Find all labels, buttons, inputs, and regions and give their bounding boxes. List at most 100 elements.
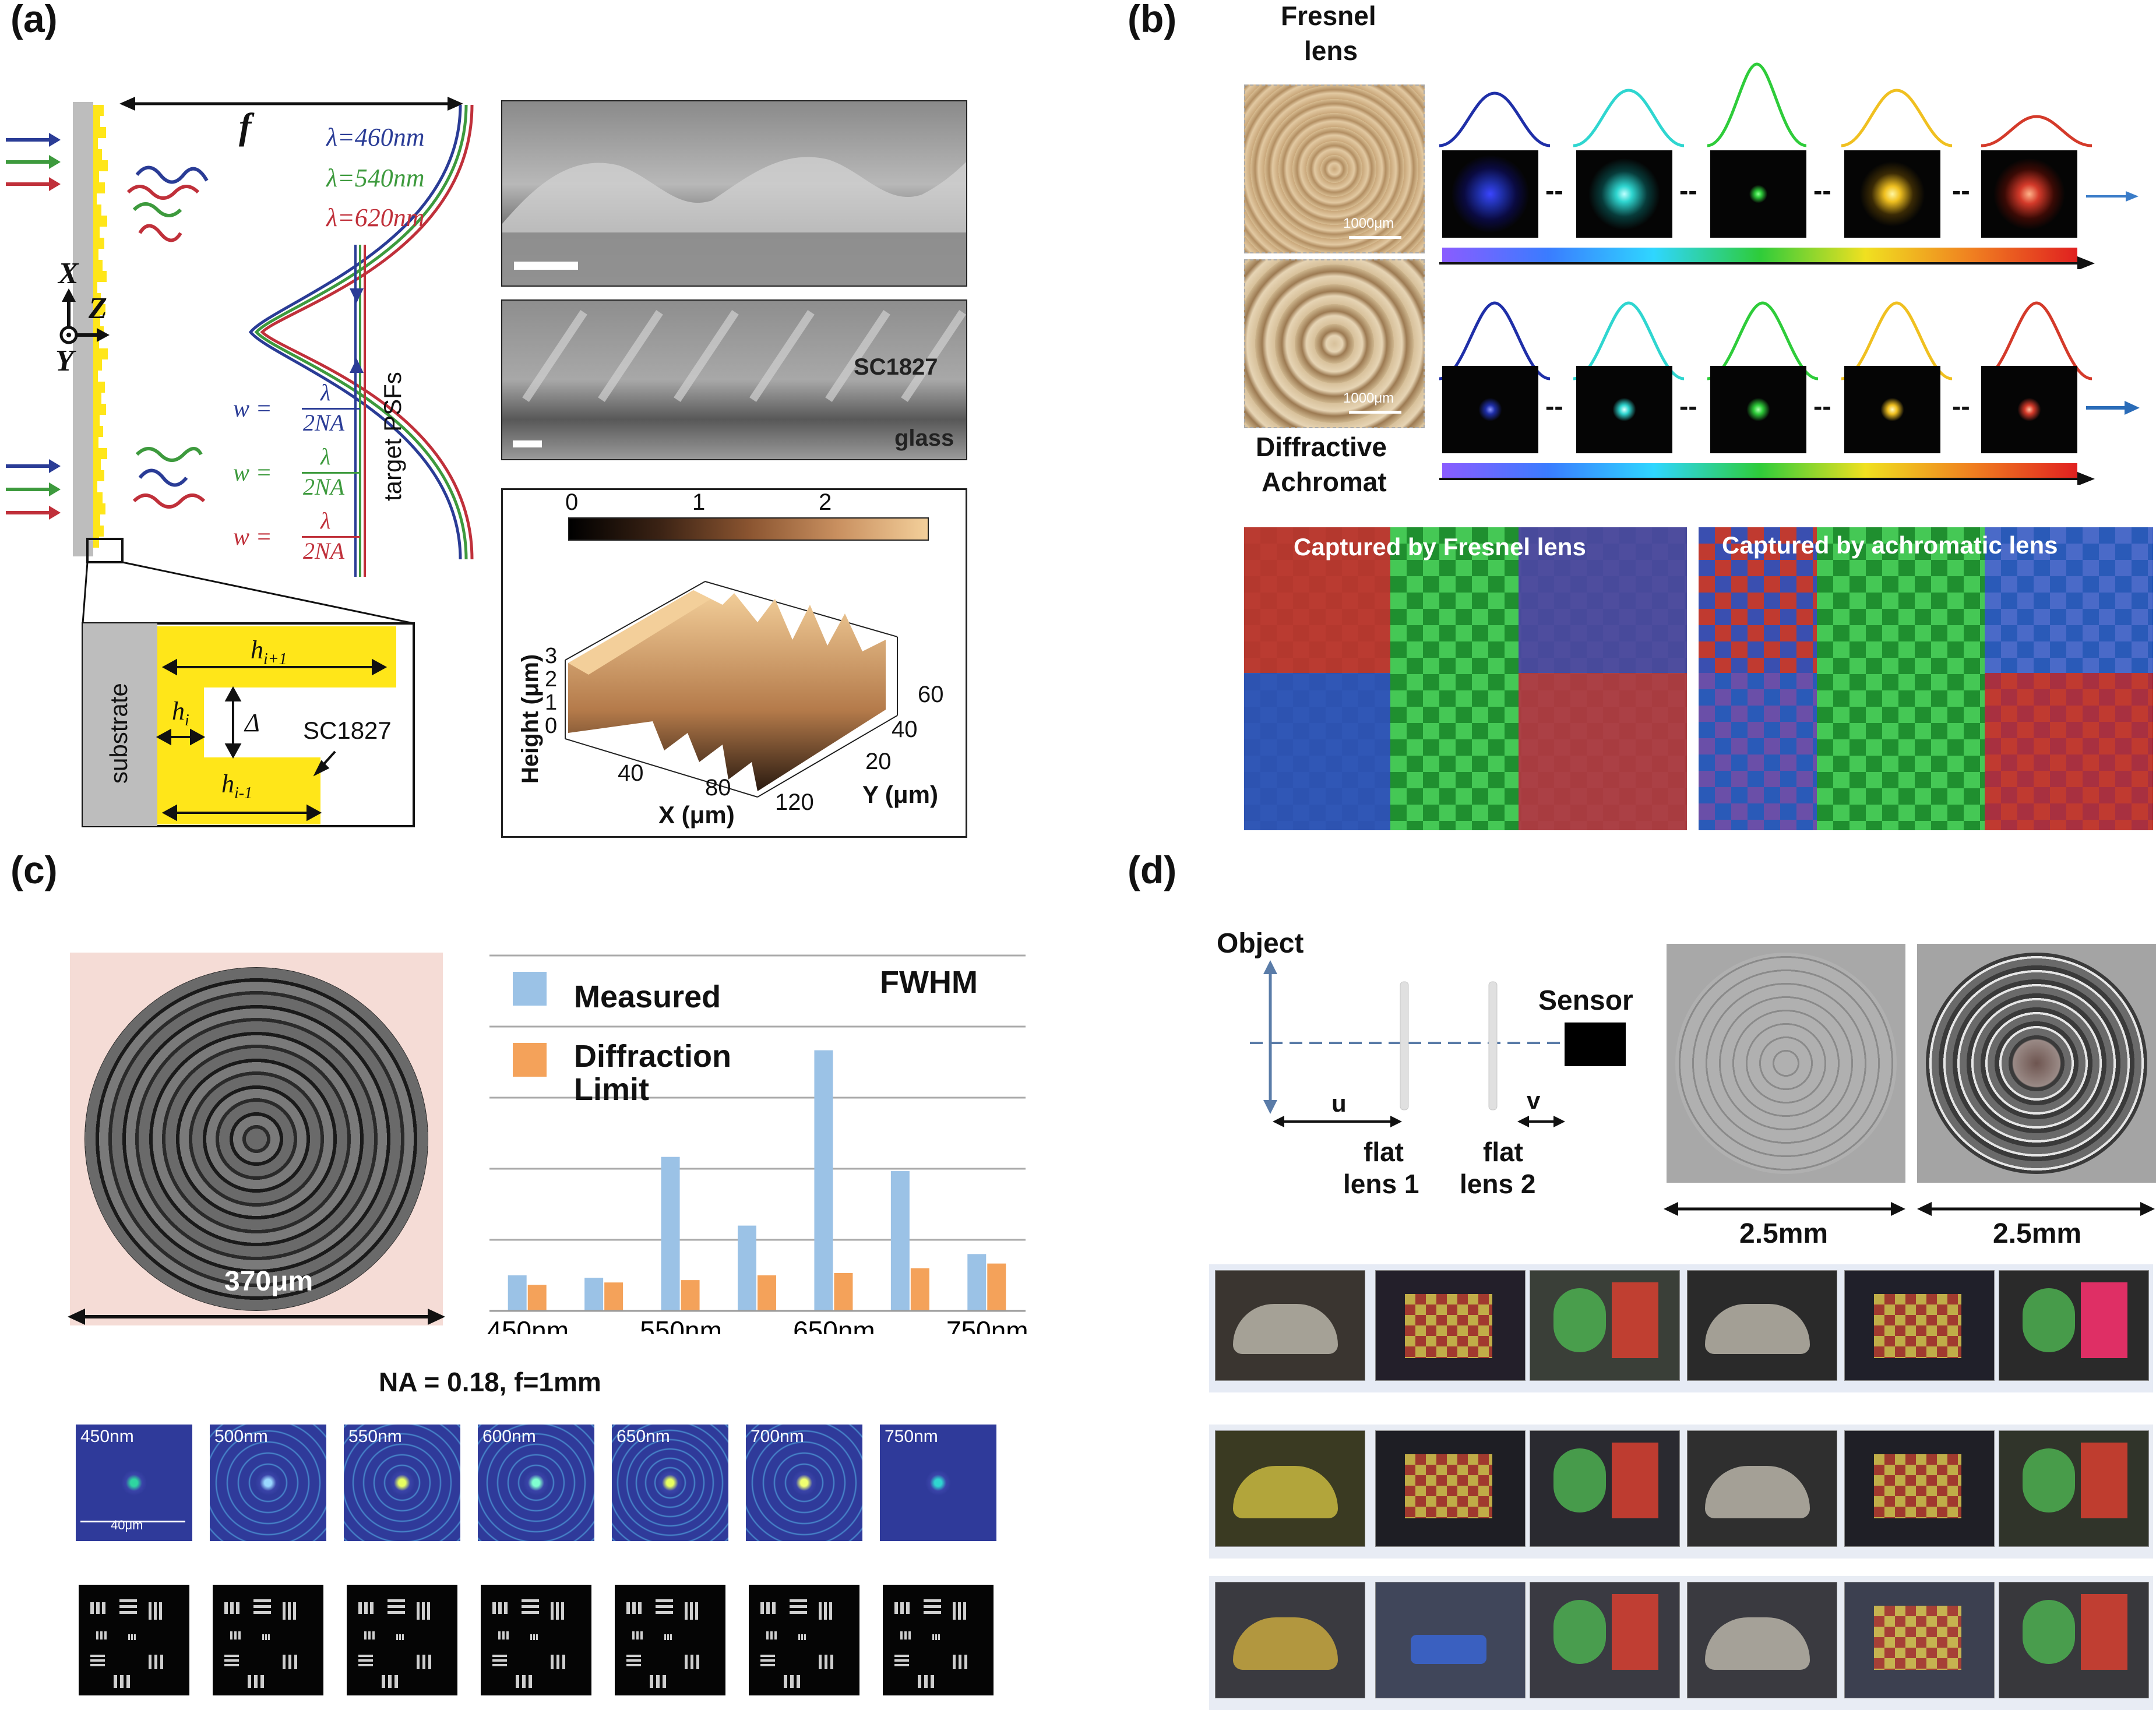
- bar-diffraction-700nm: [910, 1268, 929, 1311]
- psf-sim-600nm: 600nm: [478, 1425, 594, 1541]
- fresnel-scale-text: 1000μm: [1343, 216, 1394, 231]
- fresnel-psf-560: [1710, 150, 1806, 238]
- wavelength-460: λ=460nm: [326, 123, 425, 151]
- inset-delta: Δ: [245, 708, 260, 737]
- captured-fresnel-image: [1244, 527, 1687, 830]
- afm-z-tick-2: 2: [545, 667, 558, 692]
- image-row-band: [1209, 1264, 2153, 1392]
- x-tick-label-750nm: 750nm: [946, 1316, 1028, 1334]
- na-text: NA = 0.18, f=1mm: [379, 1367, 601, 1397]
- captured-scene-r3-c2: [1375, 1582, 1526, 1698]
- afm-x-tick-120: 120: [775, 789, 814, 815]
- achromat-spectrum-bar: [1442, 463, 2077, 479]
- dash-2: --: [1679, 175, 1697, 206]
- psf-sim-label: 450nm: [80, 1427, 134, 1446]
- psf-sim-750nm: 750nm: [880, 1425, 996, 1541]
- captured-scene-r3-c5: [1844, 1582, 1995, 1698]
- lens1-label-b: lens 1: [1343, 1169, 1419, 1199]
- afm-y-label: Y (μm): [862, 781, 938, 808]
- usaf-target-750nm: [883, 1585, 994, 1695]
- captured-scene-r3-c3: [1530, 1582, 1680, 1698]
- captured-scene-r1-c1: [1215, 1270, 1365, 1381]
- fresnel-label-line1: Fresnel: [1281, 1, 1376, 31]
- fresnel-psf-540: [1576, 150, 1672, 238]
- captured-scene-r2-c5: [1844, 1430, 1995, 1547]
- flat-lens-schematic: [6, 97, 474, 827]
- achromat-label-line1: Diffractive: [1256, 432, 1387, 462]
- captured-scene-r2-c6: [1999, 1430, 2149, 1547]
- bar-measured-600nm: [738, 1225, 756, 1311]
- fresnel-psf-590: [1844, 150, 1940, 238]
- target-psfs-label: target PSFs: [379, 372, 406, 501]
- psf-sim-500nm: 500nm: [210, 1425, 326, 1541]
- achromat-lens-photo: [1244, 259, 1425, 428]
- fresnel-lens-photo: [1244, 84, 1425, 253]
- psf-sim-label: 600nm: [482, 1427, 536, 1446]
- afm-y-tick-60: 60: [918, 682, 944, 707]
- inset-h-next: hi+1: [251, 636, 287, 668]
- lens2-label-a: flat: [1483, 1137, 1523, 1167]
- captured-scene-r3-c4: [1687, 1582, 1837, 1698]
- sem-resist-label: SC1827: [854, 354, 938, 380]
- usaf-target-600nm: [481, 1585, 591, 1695]
- captured-scene-r2-c3: [1530, 1430, 1680, 1547]
- panel-label-c: (c): [10, 848, 58, 891]
- fresnel-scalebar: [1349, 236, 1401, 239]
- focal-length-label: f: [239, 105, 252, 147]
- afm-surface: [565, 581, 898, 798]
- axis-x-label: X: [58, 257, 79, 290]
- legend-measured-label: Measured: [574, 979, 721, 1014]
- scale-arrows-d: [1664, 1202, 2155, 1216]
- axis-y-label: Y: [55, 344, 74, 378]
- fresnel-focus-arrow: [2086, 191, 2139, 202]
- afm-colorbar: [568, 517, 929, 541]
- dash-5: --: [1545, 391, 1563, 421]
- afm-colorbar-tick-1: 1: [692, 489, 706, 515]
- afm-y-tick-20: 20: [865, 749, 892, 774]
- captured-scene-r2-c4: [1687, 1430, 1837, 1547]
- psf-sim-label: 500nm: [214, 1427, 268, 1446]
- psf-sim-label: 550nm: [348, 1427, 402, 1446]
- inset-substrate-label: substrate: [105, 683, 132, 784]
- captured-scene-r1-c3: [1530, 1270, 1680, 1381]
- achromat-focus-arrow: [2086, 401, 2140, 415]
- x-tick-label-550nm: 550nm: [640, 1316, 722, 1334]
- afm-colorbar-tick-0: 0: [565, 489, 579, 515]
- fresnel-psf-curves: [1439, 62, 2092, 147]
- usaf-target-500nm: [213, 1585, 323, 1695]
- afm-x-tick-80: 80: [705, 775, 731, 801]
- achromat-scale-text: 1000μm: [1343, 390, 1394, 406]
- inset-material: SC1827: [303, 717, 392, 744]
- achromat-psf-620: [1981, 366, 2077, 453]
- captured-scene-r1-c4: [1687, 1270, 1837, 1381]
- imaging-setup-diagram: [1250, 960, 1626, 1127]
- afm-z-tick-0: 0: [545, 714, 558, 738]
- achromat-psf-curves: [1439, 301, 2092, 380]
- psf-sim-650nm: 650nm: [612, 1425, 728, 1541]
- lens1-label-a: flat: [1364, 1137, 1404, 1167]
- flat-lens-1-photo: [1667, 944, 1905, 1183]
- captured-scene-r1-c2: [1375, 1270, 1526, 1381]
- bar-diffraction-650nm: [834, 1272, 853, 1311]
- wavelength-540: λ=540nm: [326, 164, 425, 192]
- panel-label-d: (d): [1128, 848, 1177, 891]
- u-label: u: [1331, 1090, 1347, 1117]
- bar-diffraction-500nm: [604, 1282, 623, 1311]
- captured-achromat-title: Captured by achromatic lens: [1722, 531, 2058, 559]
- dash-3: --: [1813, 175, 1831, 206]
- bar-diffraction-450nm: [527, 1285, 547, 1311]
- sem-image-bottom: [501, 299, 967, 460]
- achromat-psf-540: [1576, 366, 1672, 453]
- achromat-psf-590: [1844, 366, 1940, 453]
- afm-z-label: Height (μm): [517, 654, 543, 784]
- afm-z-tick-1: 1: [545, 690, 558, 715]
- bar-diffraction-750nm: [987, 1263, 1006, 1311]
- captured-scene-r3-c1: [1215, 1582, 1365, 1698]
- dash-7: --: [1813, 391, 1831, 421]
- legend-measured-swatch: [513, 972, 547, 1006]
- sem-image-top: [501, 100, 967, 287]
- dash-8: --: [1952, 391, 1970, 421]
- dash-4: --: [1952, 175, 1970, 206]
- bar-measured-450nm: [508, 1275, 527, 1311]
